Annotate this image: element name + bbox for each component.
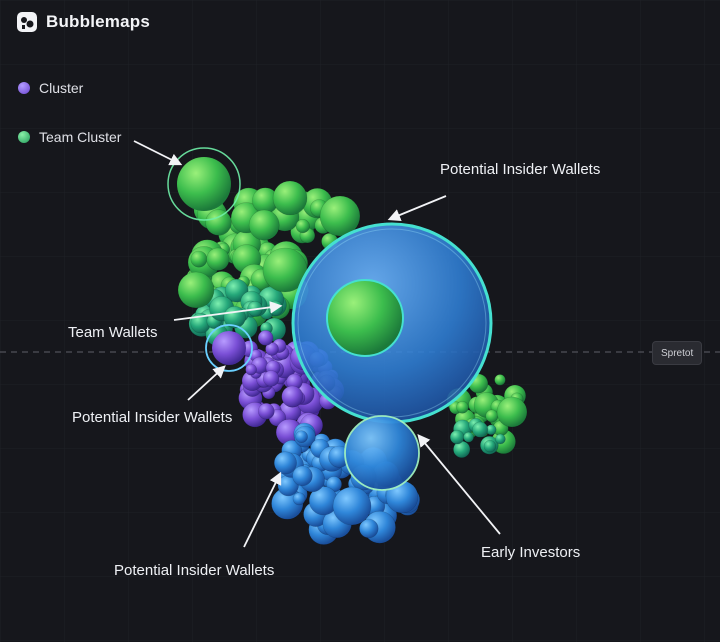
arrow-insider-mid bbox=[187, 365, 226, 401]
app-title: Bubblemaps bbox=[46, 12, 151, 31]
wallet-bubble[interactable] bbox=[295, 430, 308, 444]
team-wallet-inner-bubble[interactable] bbox=[326, 279, 404, 357]
annotation-team-wallets: Team Wallets bbox=[68, 324, 158, 341]
wallet-bubble[interactable] bbox=[190, 250, 208, 268]
legend-label-cluster: Cluster bbox=[39, 80, 84, 96]
wallet-bubble[interactable] bbox=[265, 342, 279, 356]
wallet-bubble[interactable] bbox=[292, 465, 313, 487]
annotation-early-investors: Early Investors bbox=[481, 544, 581, 561]
early-investors-bubble[interactable] bbox=[344, 415, 420, 491]
wallet-bubble[interactable] bbox=[472, 421, 489, 438]
wallet-bubble[interactable] bbox=[495, 433, 506, 445]
app-header: Bubblemaps bbox=[16, 10, 150, 34]
wallet-bubble[interactable] bbox=[273, 451, 297, 475]
annotation-arrows bbox=[133, 140, 501, 548]
wallet-bubble[interactable] bbox=[359, 518, 379, 539]
team-cluster-ring bbox=[167, 147, 241, 221]
highlight-early-investors-bubble[interactable] bbox=[344, 415, 420, 491]
bubblemaps-logo-icon bbox=[17, 12, 37, 32]
wallet-bubble[interactable] bbox=[262, 370, 280, 387]
wallet-bubble[interactable] bbox=[281, 385, 304, 408]
wallet-bubble[interactable] bbox=[483, 440, 497, 453]
wallet-bubble[interactable] bbox=[449, 429, 465, 445]
cluster-dot-icon bbox=[18, 82, 30, 94]
wallet-bubble[interactable] bbox=[496, 396, 528, 428]
wallet-bubble[interactable] bbox=[268, 300, 284, 316]
legend-label-team-cluster: Team Cluster bbox=[39, 129, 122, 145]
wallet-bubble[interactable] bbox=[206, 247, 230, 271]
wallet-bubble[interactable] bbox=[456, 400, 469, 414]
small-insider-bubble[interactable] bbox=[212, 331, 246, 365]
arrow-team-cluster bbox=[133, 140, 183, 166]
team-cluster-bubble[interactable] bbox=[177, 157, 231, 211]
wallet-bubble[interactable] bbox=[292, 492, 306, 506]
annotation-potential-insider-top: Potential Insider Wallets bbox=[440, 161, 601, 178]
small-insider-ring bbox=[205, 324, 253, 372]
wallet-bubble[interactable] bbox=[245, 363, 257, 376]
arrow-early-investors bbox=[417, 434, 501, 535]
wallet-bubble[interactable] bbox=[248, 209, 280, 241]
legend-item-cluster[interactable]: Cluster bbox=[18, 80, 121, 96]
highlight-team-cluster-bubble[interactable] bbox=[167, 147, 241, 221]
team-cluster-dot-icon bbox=[18, 131, 30, 143]
wallet-bubble[interactable] bbox=[485, 409, 499, 423]
arrow-insider-bottom bbox=[243, 471, 282, 548]
legend-item-team-cluster[interactable]: Team Cluster bbox=[18, 129, 121, 145]
annotation-potential-insider-mid: Potential Insider Wallets bbox=[72, 409, 233, 426]
highlight-large-insider-bubble[interactable] bbox=[291, 222, 493, 424]
wallet-bubble[interactable] bbox=[257, 330, 274, 346]
wallet-bubble[interactable] bbox=[494, 374, 506, 386]
wallet-bubble[interactable] bbox=[463, 431, 474, 443]
wallet-bubble[interactable] bbox=[319, 195, 361, 237]
wallet-bubble[interactable] bbox=[205, 209, 232, 236]
wallet-bubble[interactable] bbox=[332, 486, 372, 526]
annotation-potential-insider-bottom: Potential Insider Wallets bbox=[114, 562, 275, 579]
arrow-insider-top bbox=[387, 195, 447, 221]
split-divider-chip[interactable]: Spretot bbox=[652, 341, 703, 365]
arrow-team-wallets bbox=[173, 301, 283, 321]
highlight-small-insider-bubble[interactable] bbox=[205, 324, 253, 372]
wallet-bubble[interactable] bbox=[177, 271, 215, 309]
wallet-bubble[interactable] bbox=[272, 180, 308, 216]
wallet-bubble[interactable] bbox=[257, 402, 275, 420]
legend: Cluster Team Cluster bbox=[18, 80, 121, 145]
wallet-bubble[interactable] bbox=[295, 219, 310, 234]
